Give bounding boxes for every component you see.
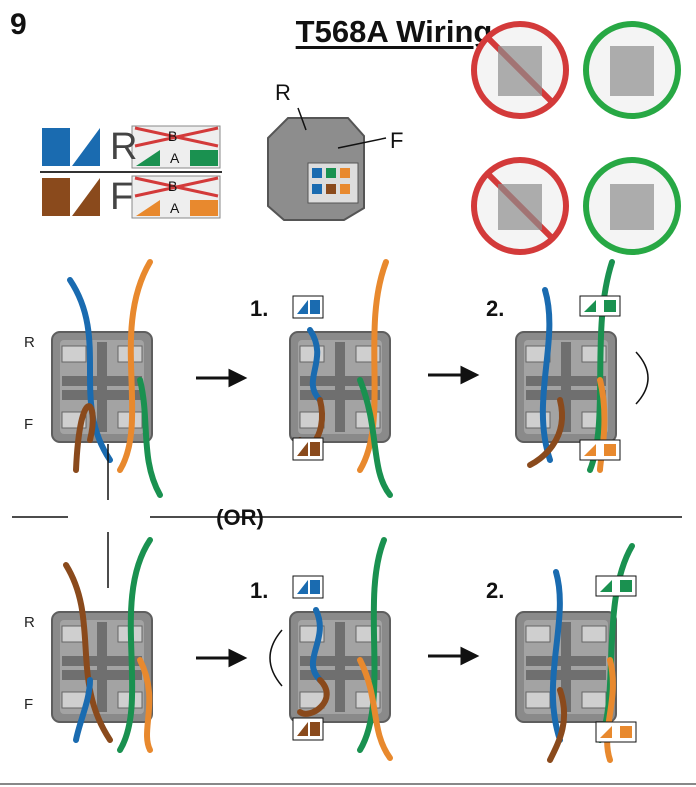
rotate-arrows (269, 351, 649, 687)
dont-circle-1 (471, 21, 569, 119)
legend-blue-stripe (72, 128, 100, 166)
legend-r-letter: R (110, 126, 138, 168)
row-label-f-bottom: F (24, 696, 34, 713)
dont-circle-2 (471, 157, 569, 255)
tag-top-right-green (579, 295, 621, 317)
legend-slot-a-2: A (170, 200, 180, 216)
jack-callout-f: F (390, 128, 404, 153)
row-label-r-bottom: R (24, 614, 35, 631)
legend-blue-solid (42, 128, 70, 166)
ok-circle-2 (583, 157, 681, 255)
tag-bottom-mid-brown (292, 717, 324, 741)
title-text: T568A Wiring (295, 14, 493, 49)
tag-top-mid-brown (292, 437, 324, 461)
jack-bottom-left (51, 611, 153, 723)
jack-3d (267, 107, 387, 221)
legend-slot-b-2: B (168, 178, 178, 194)
row-label-r-top: R (24, 334, 35, 351)
step-2-bottom: 2. (486, 578, 505, 603)
tag-top-mid-blue (292, 295, 324, 319)
legend-slot-b-1: B (168, 128, 178, 144)
wires-bottom (63, 537, 635, 763)
legend-row-blue (42, 125, 221, 169)
step-1-bottom: 1. (250, 578, 269, 603)
row-label-f-top: F (24, 416, 34, 433)
tag-bottom-right-green (595, 575, 637, 597)
legend-slot-a-1: A (170, 150, 180, 166)
legend-row-brown (42, 175, 221, 219)
tag-bottom-mid-blue (292, 575, 324, 599)
legend-f-letter: F (110, 176, 134, 218)
tag-bottom-right-orange (595, 721, 637, 743)
ok-circle-1 (583, 21, 681, 119)
page-title: T568A Wiring (0, 14, 696, 50)
jack-top-left (51, 331, 153, 443)
step-arrows (196, 365, 480, 668)
step-1-top: 1. (250, 296, 269, 321)
or-separator-label: (OR) (216, 505, 264, 530)
jack-callout-r: R (275, 80, 291, 105)
step-number: 9 (10, 8, 27, 41)
tag-top-right-orange (579, 439, 621, 461)
step-2-top: 2. (486, 296, 505, 321)
wires-top (67, 259, 615, 498)
